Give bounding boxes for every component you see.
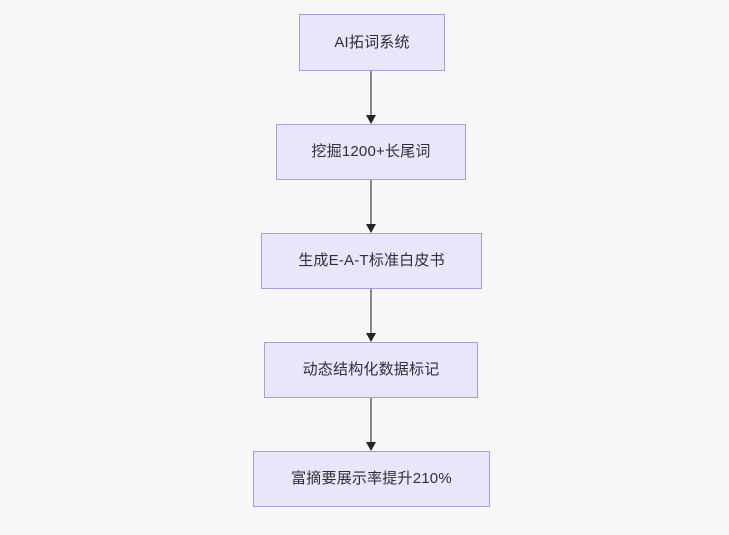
- arrow-down-icon: [366, 333, 376, 342]
- arrow-down-icon: [366, 442, 376, 451]
- flow-node-3-label: 生成E-A-T标准白皮书: [298, 252, 445, 269]
- arrow-down-icon: [366, 115, 376, 124]
- flow-node-5[interactable]: 富摘要展示率提升210%: [253, 451, 490, 507]
- flow-edge-3-line: [370, 289, 372, 333]
- flow-node-1[interactable]: AI拓词系统: [299, 14, 445, 71]
- flow-edge-4-line: [370, 398, 372, 442]
- flow-node-2-label: 挖掘1200+长尾词: [311, 143, 431, 160]
- flow-node-1-label: AI拓词系统: [334, 33, 410, 51]
- arrow-down-icon: [366, 224, 376, 233]
- flow-node-4[interactable]: 动态结构化数据标记: [264, 342, 478, 398]
- flow-node-5-label: 富摘要展示率提升210%: [291, 470, 452, 487]
- flow-edge-1-line: [370, 71, 372, 115]
- flow-edge-2-line: [370, 180, 372, 224]
- flow-node-4-label: 动态结构化数据标记: [302, 361, 440, 378]
- flow-node-3[interactable]: 生成E-A-T标准白皮书: [261, 233, 482, 289]
- flow-node-2[interactable]: 挖掘1200+长尾词: [276, 124, 466, 180]
